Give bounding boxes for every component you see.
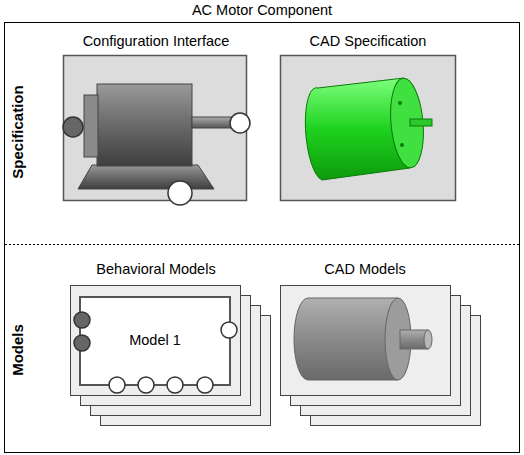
output-port [109, 377, 125, 393]
cad-spec-box: CAD Specification [272, 28, 464, 203]
output-port [230, 113, 250, 133]
cad-card [281, 286, 451, 396]
cad-panel [281, 56, 456, 201]
green-hole [400, 143, 404, 147]
motor-endcap [84, 95, 98, 157]
motor-body [97, 84, 192, 166]
interface-box: Configuration Interface [55, 28, 257, 203]
output-port [197, 377, 213, 393]
section-heading: Behavioral Models [56, 260, 256, 279]
output-port [138, 377, 154, 393]
mount-port [168, 181, 192, 205]
section-heading: Configuration Interface [55, 32, 257, 51]
input-port [74, 335, 90, 351]
section-label: Specification [9, 85, 27, 178]
component-frame [5, 23, 520, 453]
interface-panel [64, 56, 247, 201]
gray-cylinder [294, 298, 398, 380]
motor-base [78, 165, 214, 189]
cad-models-stack: CAD Models [273, 255, 457, 430]
section-heading: CAD Specification [272, 32, 464, 51]
input-port [74, 312, 90, 328]
diagram-title: AC Motor Component [0, 1, 524, 20]
section-heading: CAD Models [273, 260, 457, 279]
green-shaft [410, 119, 432, 126]
output-port [167, 377, 183, 393]
model-card [71, 286, 241, 396]
input-port [63, 117, 83, 137]
section-label: Models [9, 324, 27, 376]
model-name: Model 1 [84, 331, 226, 350]
green-hole [398, 101, 402, 105]
model-box [80, 297, 230, 385]
gray-shaft-end [424, 330, 432, 349]
model-box: Model 1 [84, 300, 226, 380]
divider-line [5, 244, 519, 245]
output-port [221, 322, 237, 338]
models-stack: Behavioral ModelsModel 1 [56, 255, 256, 430]
